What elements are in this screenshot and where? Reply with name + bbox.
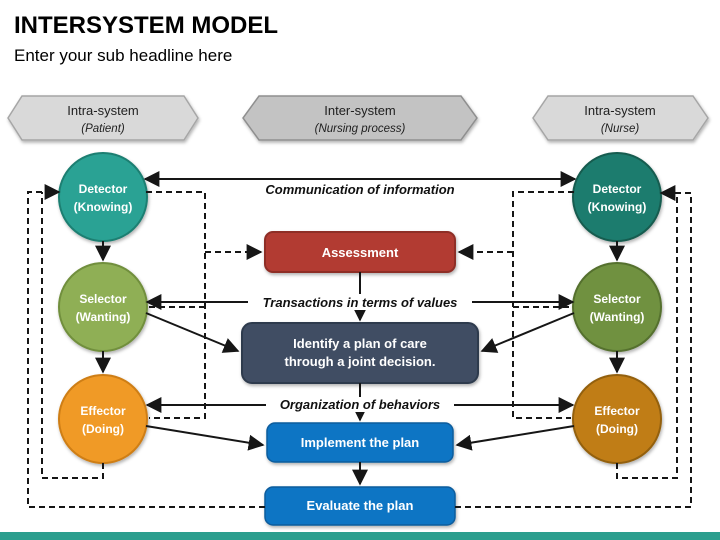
patient-lane-hexagon [7, 95, 199, 141]
process-lane-label: Inter-system [324, 103, 396, 118]
nurse-selector-to-plan-arrow [480, 312, 575, 353]
communication-label: Communication of information [265, 182, 454, 197]
outer-feedback-loop-nurse [455, 185, 692, 508]
patient-detector-label: Detector [79, 182, 128, 196]
page-title: INTERSYSTEM MODEL [14, 12, 278, 39]
nurse-detector-sublabel: (Knowing) [588, 200, 647, 214]
patient-detector-sublabel: (Knowing) [74, 200, 133, 214]
assessment-label: Assessment [322, 245, 399, 260]
nurse-effector-label: Effector [594, 404, 640, 418]
outer-feedback-loop-patient [27, 184, 265, 508]
process-lane-hexagon [242, 95, 478, 141]
evaluate-label: Evaluate the plan [307, 498, 414, 513]
nurse-selector-sublabel: (Wanting) [590, 310, 645, 324]
nurse-detector-node [572, 152, 662, 242]
plan-label-line2: through a joint decision. [285, 354, 436, 369]
patient-selector-label: Selector [79, 292, 127, 306]
patient-selector-sublabel: (Wanting) [76, 310, 131, 324]
patient-effector-label: Effector [80, 404, 126, 418]
plan-label-line1: Identify a plan of care [293, 336, 427, 351]
nurse-lane-sublabel: (Nurse) [601, 123, 640, 135]
transactions-label-bg [248, 294, 472, 310]
organization-label-bg [266, 397, 454, 412]
organization-label: Organization of behaviors [280, 397, 440, 412]
center-feedback-tree-nurse [512, 191, 574, 419]
patient-lane-label: Intra-system [67, 103, 139, 118]
plan-box [241, 322, 479, 384]
nurse-lane-label: Intra-system [584, 103, 656, 118]
patient-effector-node [58, 374, 148, 464]
inner-feedback-loop-patient [41, 192, 104, 479]
center-feedback-tree-patient [146, 191, 206, 419]
nurse-selector-node [572, 262, 662, 352]
process-lane-sublabel: (Nursing process) [315, 123, 406, 135]
nurse-detector-label: Detector [593, 182, 642, 196]
lane-header-patient: Intra-system (Patient) [7, 95, 199, 141]
nurse-effector-node [572, 374, 662, 464]
nurse-lane-hexagon [532, 95, 709, 141]
patient-lane-sublabel: (Patient) [81, 123, 125, 135]
nurse-selector-label: Selector [593, 292, 641, 306]
bottom-accent-bar [0, 532, 720, 540]
patient-selector-node [58, 262, 148, 352]
page-subtitle: Enter your sub headline here [14, 46, 232, 65]
transactions-label: Transactions in terms of values [263, 295, 458, 310]
lane-header-nurse: Intra-system (Nurse) [532, 95, 709, 141]
implement-label: Implement the plan [301, 435, 420, 450]
patient-effector-sublabel: (Doing) [82, 422, 124, 436]
inner-feedback-loop-nurse [616, 193, 678, 479]
patient-effector-to-implement-arrow [145, 425, 265, 451]
patient-selector-to-plan-arrow [145, 312, 240, 353]
patient-detector-node [58, 152, 148, 242]
nurse-effector-to-implement-arrow [455, 425, 575, 451]
lane-header-process: Inter-system (Nursing process) [242, 95, 478, 141]
nurse-effector-sublabel: (Doing) [596, 422, 638, 436]
